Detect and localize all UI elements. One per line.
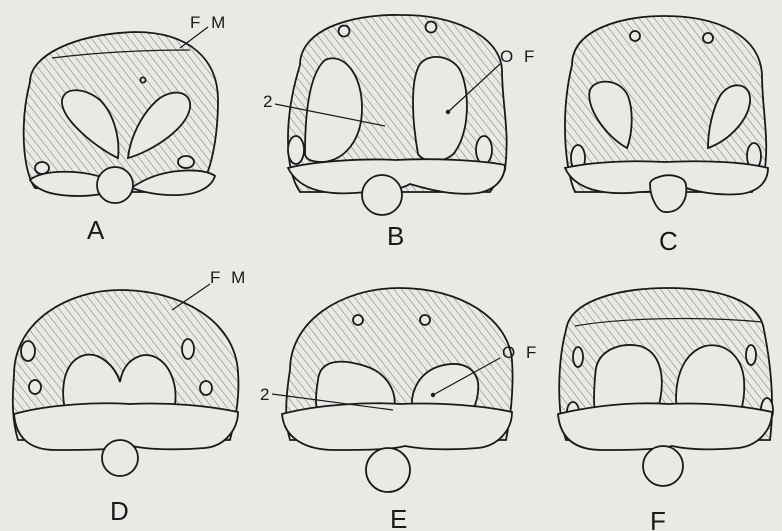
ocellus — [140, 77, 145, 82]
labrum — [97, 167, 133, 203]
callout-fm: F M — [210, 268, 248, 287]
callout-2: 2 — [263, 92, 275, 111]
callout-of: O F — [502, 343, 539, 362]
panel-e: O F 2 E — [260, 288, 539, 531]
fenestra-right — [413, 57, 467, 161]
callout-2: 2 — [260, 385, 272, 404]
panel-a: F M A — [24, 13, 229, 245]
labrum — [643, 446, 683, 486]
ocellus — [339, 26, 350, 37]
labial-plate — [282, 403, 512, 450]
tentorial-pit — [178, 156, 194, 168]
tentorial-pit — [200, 381, 212, 395]
of-dot — [446, 110, 450, 114]
ocellus — [426, 22, 437, 33]
ocellus — [703, 33, 713, 43]
ocellus — [630, 31, 640, 41]
panel-label-a: A — [87, 215, 105, 245]
callout-of: O F — [500, 47, 537, 66]
tentorial-pit — [29, 380, 41, 394]
ocellus — [353, 315, 363, 325]
panel-d: F M D — [13, 268, 248, 526]
labrum — [650, 175, 686, 212]
tentorial-pit — [288, 136, 304, 164]
panel-b: O F 2 B — [263, 15, 537, 251]
tentorial-pit — [182, 339, 194, 359]
callout-fm: F M — [190, 13, 228, 32]
panel-label-b: B — [387, 221, 404, 251]
tentorial-pit — [746, 345, 756, 365]
labrum — [366, 448, 410, 492]
ocellus — [420, 315, 430, 325]
tentorial-pit — [573, 347, 583, 367]
labrum — [102, 440, 138, 476]
panel-label-c: C — [659, 226, 678, 256]
labrum — [362, 175, 402, 215]
tentorial-pit — [21, 341, 35, 361]
panel-c: C — [565, 16, 768, 256]
tentorial-pit — [476, 136, 492, 164]
panel-label-d: D — [110, 496, 129, 526]
panel-f: F — [558, 288, 773, 531]
panel-label-e: E — [390, 504, 407, 531]
of-dot — [431, 393, 435, 397]
labial-plate — [558, 403, 772, 450]
panel-label-f: F — [650, 506, 666, 531]
